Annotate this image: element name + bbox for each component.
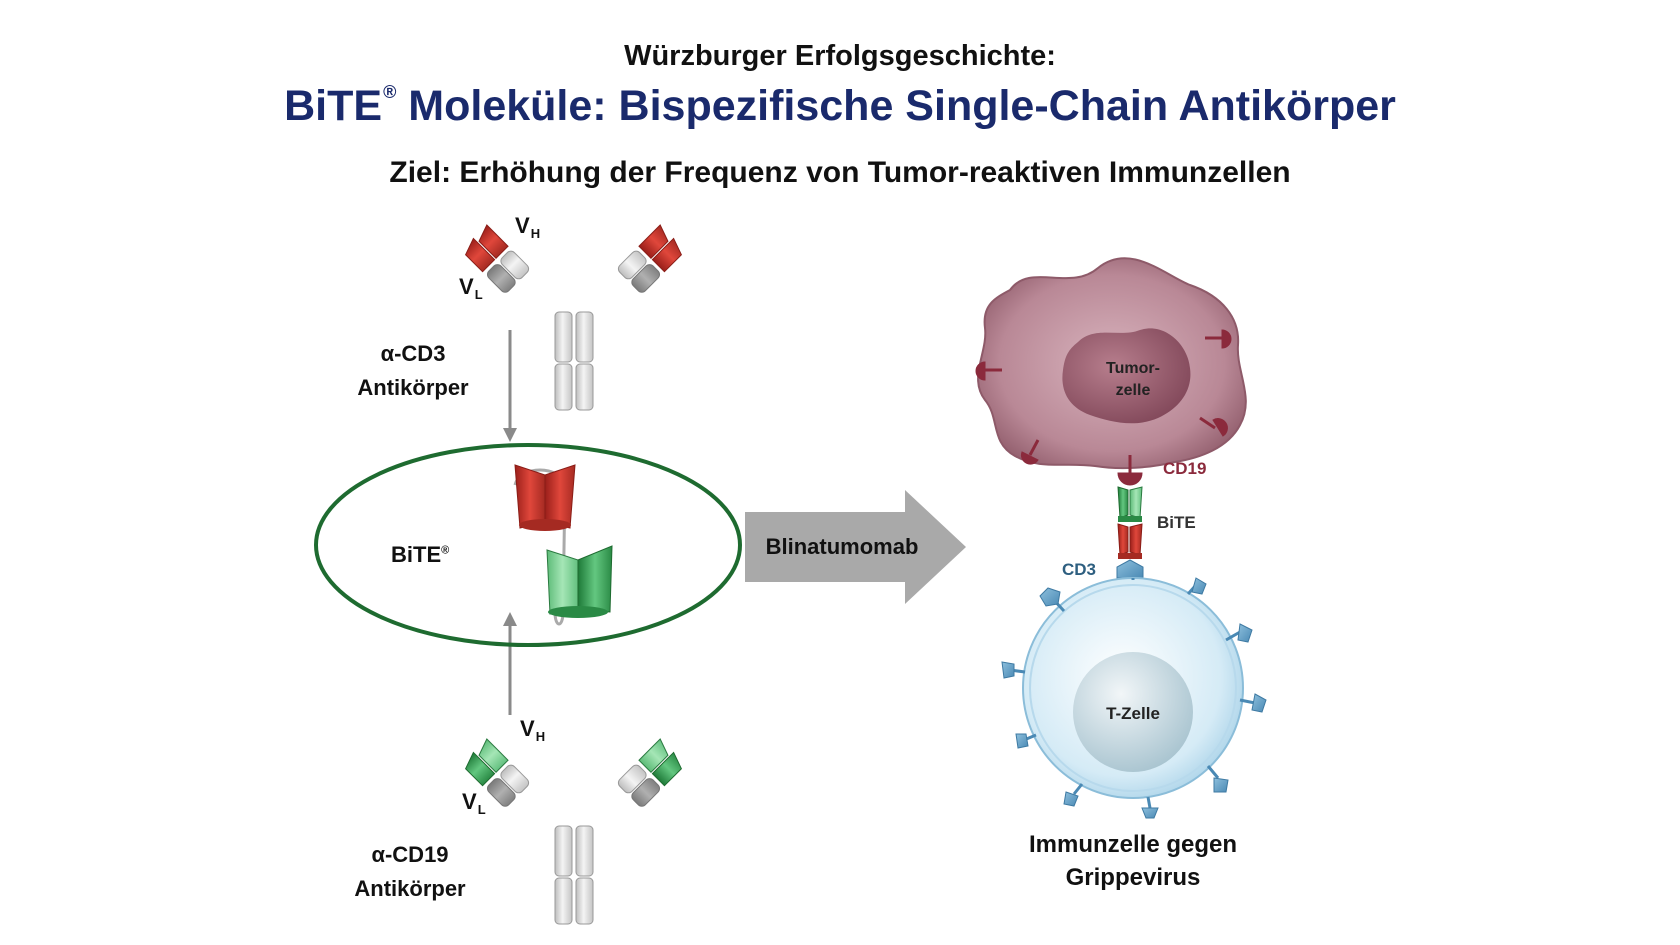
title-registered-mark: ® [383, 82, 397, 102]
tumor-cell-label: Tumor- zelle [1106, 360, 1160, 399]
top-vh-label: VH [515, 213, 541, 241]
fc-right-upper [575, 311, 594, 363]
arrow-down-head [503, 428, 517, 442]
tumor-cell [975, 257, 1247, 486]
blinatumomab-label: Blinatumomab [765, 534, 919, 559]
t-cell [1001, 577, 1267, 819]
tumor-receptors [975, 329, 1232, 486]
antibody-cd19 [464, 612, 683, 925]
blinatumomab-arrow [745, 490, 966, 604]
alpha-cd19-label: α-CD19 Antikörper [354, 842, 466, 901]
arm-left [464, 224, 530, 293]
antibody-cd3 [464, 224, 683, 442]
t-cell-caption: Immunzelle gegen Grippevirus [1028, 831, 1238, 891]
arm-right-green [617, 738, 683, 807]
bottom-vh-label: VH [520, 716, 546, 744]
bite-ellipse [314, 443, 742, 647]
fc-left-upper [554, 311, 573, 363]
fc-left-lower [554, 363, 573, 411]
top-vl-label: VL [459, 274, 483, 302]
slide-title: BiTE® Moleküle: Bispezifische Single-Cha… [284, 82, 1396, 131]
bite-bridge [1116, 486, 1144, 579]
arm-left-green [464, 738, 530, 807]
arm-right [617, 224, 683, 293]
cd19-label: CD19 [1163, 459, 1207, 478]
slide-goal: Ziel: Erhöhung der Frequenz von Tumor-re… [389, 156, 1291, 189]
fc-right-lower [575, 363, 594, 411]
title-bite: BiTE [284, 82, 383, 130]
bite-bridge-label: BiTE [1157, 513, 1196, 532]
bite-molecule [513, 464, 613, 626]
cd3-label: CD3 [1062, 560, 1097, 579]
bottom-vl-label: VL [462, 789, 486, 817]
t-cell-label: T-Zelle [1106, 704, 1160, 723]
tcell-receptors [1001, 577, 1267, 819]
title-rest: Moleküle: Bispezifische Single-Chain Ant… [396, 82, 1396, 130]
bite-label: BiTE® [391, 542, 450, 567]
arrow-up-head [503, 612, 517, 626]
slide-supertitle: Würzburger Erfolgsgeschichte: [624, 40, 1056, 72]
alpha-cd3-label: α-CD3 Antikörper [357, 341, 469, 400]
